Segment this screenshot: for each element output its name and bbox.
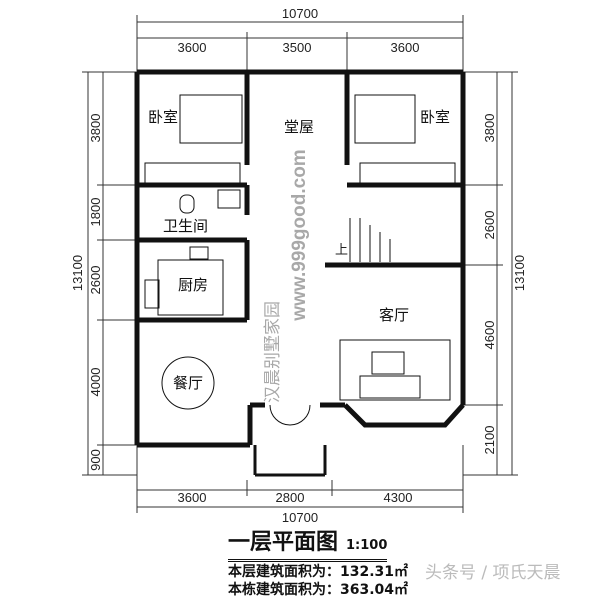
watermarks: www.999good.com 汉晨别墅家园 [263, 149, 310, 403]
dim-left-1: 3800 [88, 114, 103, 143]
walls [134, 69, 466, 448]
watermark-name: 汉晨别墅家园 [263, 301, 283, 403]
room-living: 客厅 [379, 306, 409, 324]
dim-left-4: 4000 [88, 368, 103, 397]
room-bedroom-left: 卧室 [148, 108, 178, 126]
dim-bottom-1: 3600 [178, 490, 207, 505]
room-bedroom-right: 卧室 [420, 108, 450, 126]
room-kitchen: 厨房 [178, 276, 208, 294]
dim-bottom-2: 2800 [276, 490, 305, 505]
dim-bottom-3: 4300 [384, 490, 413, 505]
room-dining: 餐厅 [173, 374, 203, 392]
title-text: 一层平面图 [228, 530, 339, 555]
dim-top-2: 3500 [283, 40, 312, 55]
dim-left-3: 2600 [88, 266, 103, 295]
porch [253, 445, 327, 477]
dim-right-2: 2600 [482, 211, 497, 240]
dim-right-total: 13100 [512, 255, 527, 291]
drawing-scale: 1:100 [346, 538, 388, 553]
room-hall: 堂屋 [284, 118, 314, 136]
dim-right-4: 2100 [482, 426, 497, 455]
dimension-lines [82, 15, 518, 513]
fixtures [144, 94, 456, 426]
dim-right-3: 4600 [482, 321, 497, 350]
dim-top-total: 10700 [282, 6, 318, 21]
dim-bottom-total: 10700 [282, 510, 318, 525]
dim-left-2: 1800 [88, 198, 103, 227]
drawing-title: 一层平面图 1:100 [228, 530, 388, 562]
credit-watermark: 头条号 / 项氏天晨 [425, 563, 561, 583]
dim-top-3: 3600 [391, 40, 420, 55]
room-bathroom: 卫生间 [163, 217, 208, 235]
dim-right-1: 3800 [482, 114, 497, 143]
dim-left-5: 900 [88, 449, 103, 471]
stair-up-label: 上 [335, 242, 348, 257]
watermark-url: www.999good.com [289, 149, 310, 321]
floor-area: 本层建筑面积为：132.31㎡ [228, 564, 409, 580]
building-area: 本栋建筑面积为：363.04㎡ [228, 582, 409, 598]
dim-left-total: 13100 [70, 255, 85, 291]
dim-top-1: 3600 [178, 40, 207, 55]
